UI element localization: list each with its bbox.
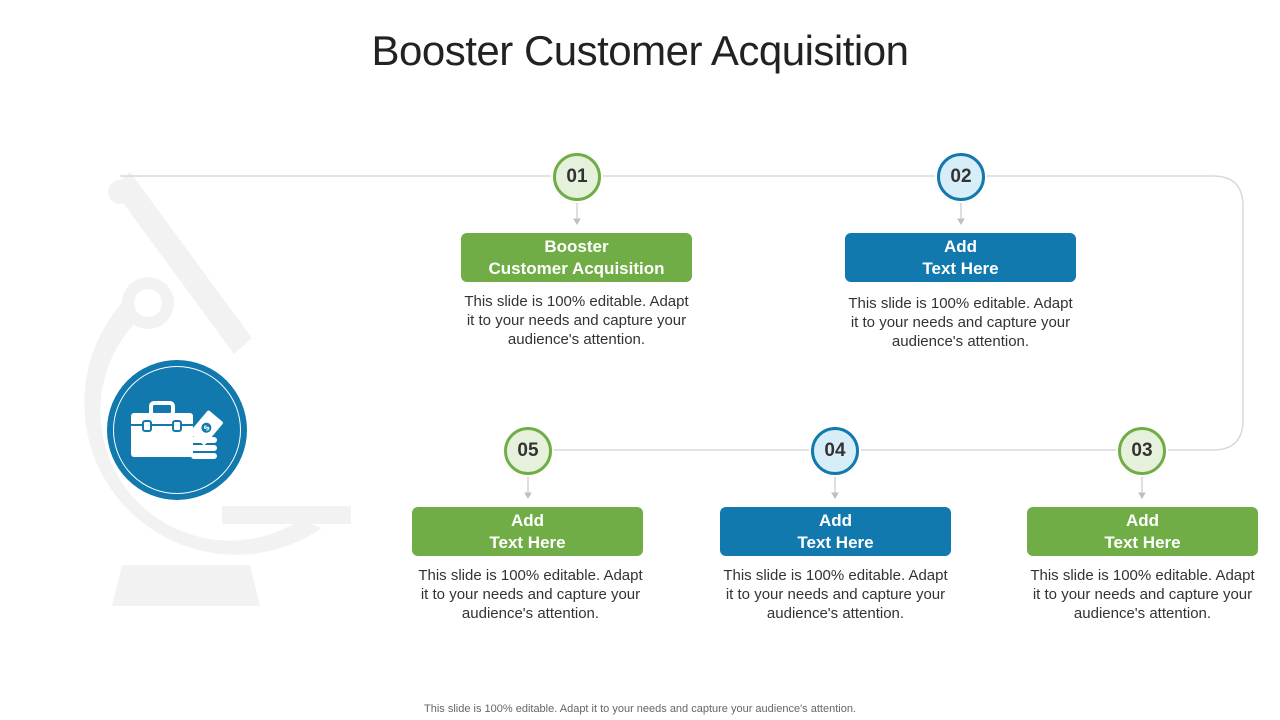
center-icon-disc: $	[107, 360, 247, 500]
connector-arrows	[524, 201, 1146, 499]
step-3-number-badge: 03	[1118, 427, 1166, 475]
step-1-title-box: Booster Customer Acquisition	[461, 233, 692, 282]
step-2-number-badge: 02	[937, 153, 985, 201]
step-3-title-line-2: Text Here	[1104, 532, 1181, 552]
step-1-title-line-2: Customer Acquisition	[488, 258, 665, 278]
step-2-title-box: Add Text Here	[845, 233, 1076, 282]
step-5-description: This slide is 100% editable. Adapt it to…	[418, 567, 643, 622]
step-4-description: This slide is 100% editable. Adapt it to…	[723, 567, 948, 622]
step-2-title-line-2: Text Here	[922, 258, 999, 278]
step-3-description: This slide is 100% editable. Adapt it to…	[1030, 567, 1255, 622]
step-2-description: This slide is 100% editable. Adapt it to…	[848, 295, 1073, 350]
step-1-description: This slide is 100% editable. Adapt it to…	[464, 293, 689, 348]
step-3-title-line-1: Add	[1125, 510, 1160, 530]
step-4-number-badge: 04	[811, 427, 859, 475]
step-1-title-line-1: Booster	[544, 236, 609, 256]
step-5-title-box: Add Text Here	[412, 507, 643, 556]
step-4-title-box: Add Text Here	[720, 507, 951, 556]
step-3-title-box: Add Text Here	[1027, 507, 1258, 556]
icon-ring	[113, 366, 241, 494]
step-5-number-badge: 05	[504, 427, 552, 475]
slide-title: Booster Customer Acquisition	[371, 27, 909, 74]
step-5-title-line-2: Text Here	[489, 532, 566, 552]
step-1-number-badge: 01	[553, 153, 601, 201]
footer-note: This slide is 100% editable. Adapt it to…	[424, 703, 856, 715]
microscope-icon	[84, 172, 351, 606]
step-5-title-line-1: Add	[510, 510, 545, 530]
connector-path	[120, 175, 1244, 451]
step-2-title-line-1: Add	[943, 236, 978, 256]
step-4-title-line-1: Add	[818, 510, 853, 530]
step-4-title-line-2: Text Here	[797, 532, 874, 552]
